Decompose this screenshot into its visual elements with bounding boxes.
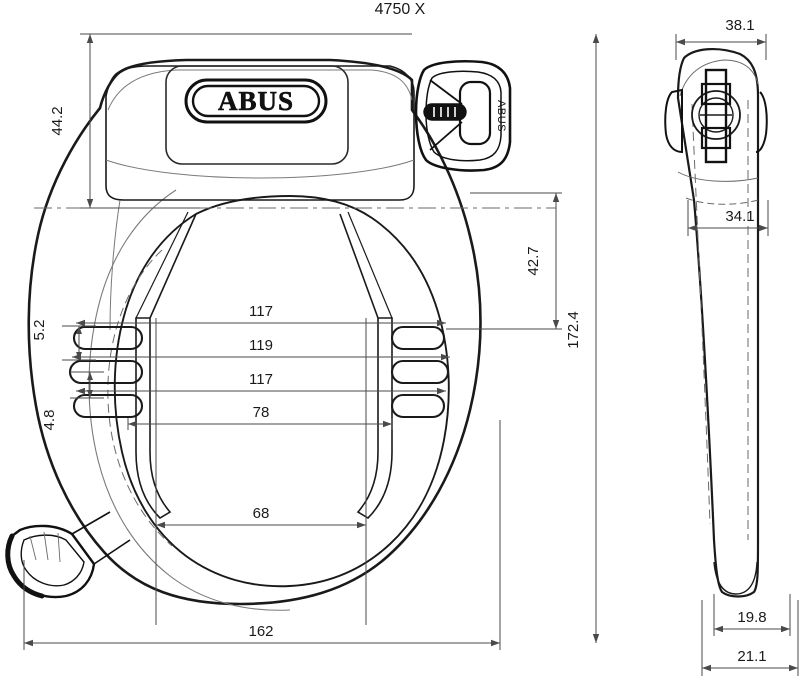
dim-38-1: 38.1 [725, 17, 754, 34]
dim-78: 78 [253, 404, 270, 421]
side-cylinder-outer [691, 90, 741, 140]
side-shoulder-line [677, 171, 759, 182]
arrow-1724-bot [592, 634, 600, 643]
arrow-198-l [714, 625, 723, 633]
side-latch-cap-top [700, 82, 732, 106]
arrow-52-top [76, 326, 82, 334]
lock-head-top-curve [107, 69, 413, 111]
slot-right-3 [390, 393, 446, 419]
lock-outer-contour [27, 58, 482, 606]
arrow-119-l [72, 353, 81, 361]
side-hinge-tab [664, 88, 683, 154]
front-view: ABUS [5, 58, 556, 611]
dim-117-a: 117 [249, 303, 273, 320]
arrow-442-bot [86, 199, 94, 208]
dim-68: 68 [253, 505, 270, 522]
slot-left-1 [72, 325, 144, 351]
side-head-top-curve [679, 59, 759, 97]
arrow-427-top [552, 193, 560, 202]
key-brand-text: ABUS [495, 100, 507, 132]
hidden-inner-circle [107, 249, 173, 547]
arrow-1724-top [592, 34, 600, 43]
key-assembly: ABUS [414, 59, 512, 172]
bracket-stem [71, 511, 131, 565]
slot-left-3 [72, 393, 144, 419]
bracket-rim-dark [5, 533, 45, 599]
arrow-381-r [757, 38, 766, 46]
lock-center-panel [165, 65, 349, 165]
side-left-edge-inner [691, 103, 711, 525]
inner-plate-right [356, 317, 393, 520]
dim-42-7: 42.7 [525, 246, 542, 275]
dim-117-b: 117 [249, 371, 273, 388]
side-latch-bar [704, 68, 728, 164]
lock-ring-band [88, 189, 291, 611]
slot-right-2 [390, 359, 450, 385]
arrow-68-r [357, 521, 366, 529]
inner-plate-left-edge [149, 213, 197, 319]
arrow-211-l [702, 664, 711, 672]
arrow-341-r [759, 224, 768, 232]
lock-inner-contour [113, 195, 450, 588]
key-arm-upper [429, 79, 463, 105]
side-outer-contour [676, 48, 760, 598]
arrow-48-bot [87, 390, 93, 398]
arrow-211-r [789, 664, 798, 672]
inner-plate-right-edge2 [347, 211, 393, 319]
abus-logo-text: ABUS [218, 86, 294, 116]
arrow-341-l [688, 224, 697, 232]
arrow-198-r [781, 625, 790, 633]
bracket-ribs [29, 531, 61, 563]
arrow-117b-l [76, 387, 85, 395]
inner-plate-right-edge [339, 213, 379, 319]
arrow-68-l [156, 521, 165, 529]
side-shoulder-line-2 [685, 197, 759, 205]
side-cylinder-inner [698, 97, 734, 133]
arrow-117a-l [76, 319, 85, 327]
dim-19-8: 19.8 [737, 609, 766, 626]
arrow-442-top [86, 34, 94, 43]
dim-21-1: 21.1 [737, 648, 766, 665]
arrow-162-l [24, 639, 33, 647]
inner-plate-left [135, 317, 172, 520]
arrow-119-r [441, 353, 450, 361]
inner-plate-left-edge2 [135, 211, 189, 319]
arrow-162-r [491, 639, 500, 647]
dim-162: 162 [248, 623, 273, 640]
dim-44-2: 44.2 [49, 106, 66, 135]
arrow-117a-r [437, 319, 446, 327]
lock-left-arm [109, 199, 121, 331]
key-blade [423, 103, 467, 121]
side-view [664, 48, 768, 598]
key-head-outline [414, 59, 512, 172]
key-ward-marks [433, 107, 456, 117]
arrow-427-bot [552, 320, 560, 329]
side-right-tab [755, 91, 768, 153]
arrow-78-l [128, 420, 137, 428]
dimension-layer: 44.2 5.2 4.8 117 119 117 [23, 17, 799, 676]
slot-right-1 [390, 325, 446, 351]
side-bottom-round [713, 561, 758, 595]
drawing-title: 4750 X [375, 1, 426, 18]
dim-119: 119 [249, 337, 273, 354]
dim-4-8: 4.8 [41, 410, 58, 431]
key-arm-lower [429, 121, 463, 151]
dim-5-2: 5.2 [31, 320, 48, 341]
dim-34-1: 34.1 [725, 208, 754, 225]
abus-badge-inner [191, 84, 321, 118]
lock-head-housing [105, 65, 415, 201]
arrow-117b-r [437, 387, 446, 395]
mounting-bracket [5, 511, 131, 599]
bracket-inner [20, 534, 85, 587]
arrow-48-top [87, 372, 93, 380]
arrow-381-l [676, 38, 685, 46]
side-latch-cap-bottom [700, 126, 732, 150]
dim-172-4: 172.4 [565, 311, 582, 349]
lock-head-lower-curve [105, 159, 415, 179]
arrow-78-r [383, 420, 392, 428]
